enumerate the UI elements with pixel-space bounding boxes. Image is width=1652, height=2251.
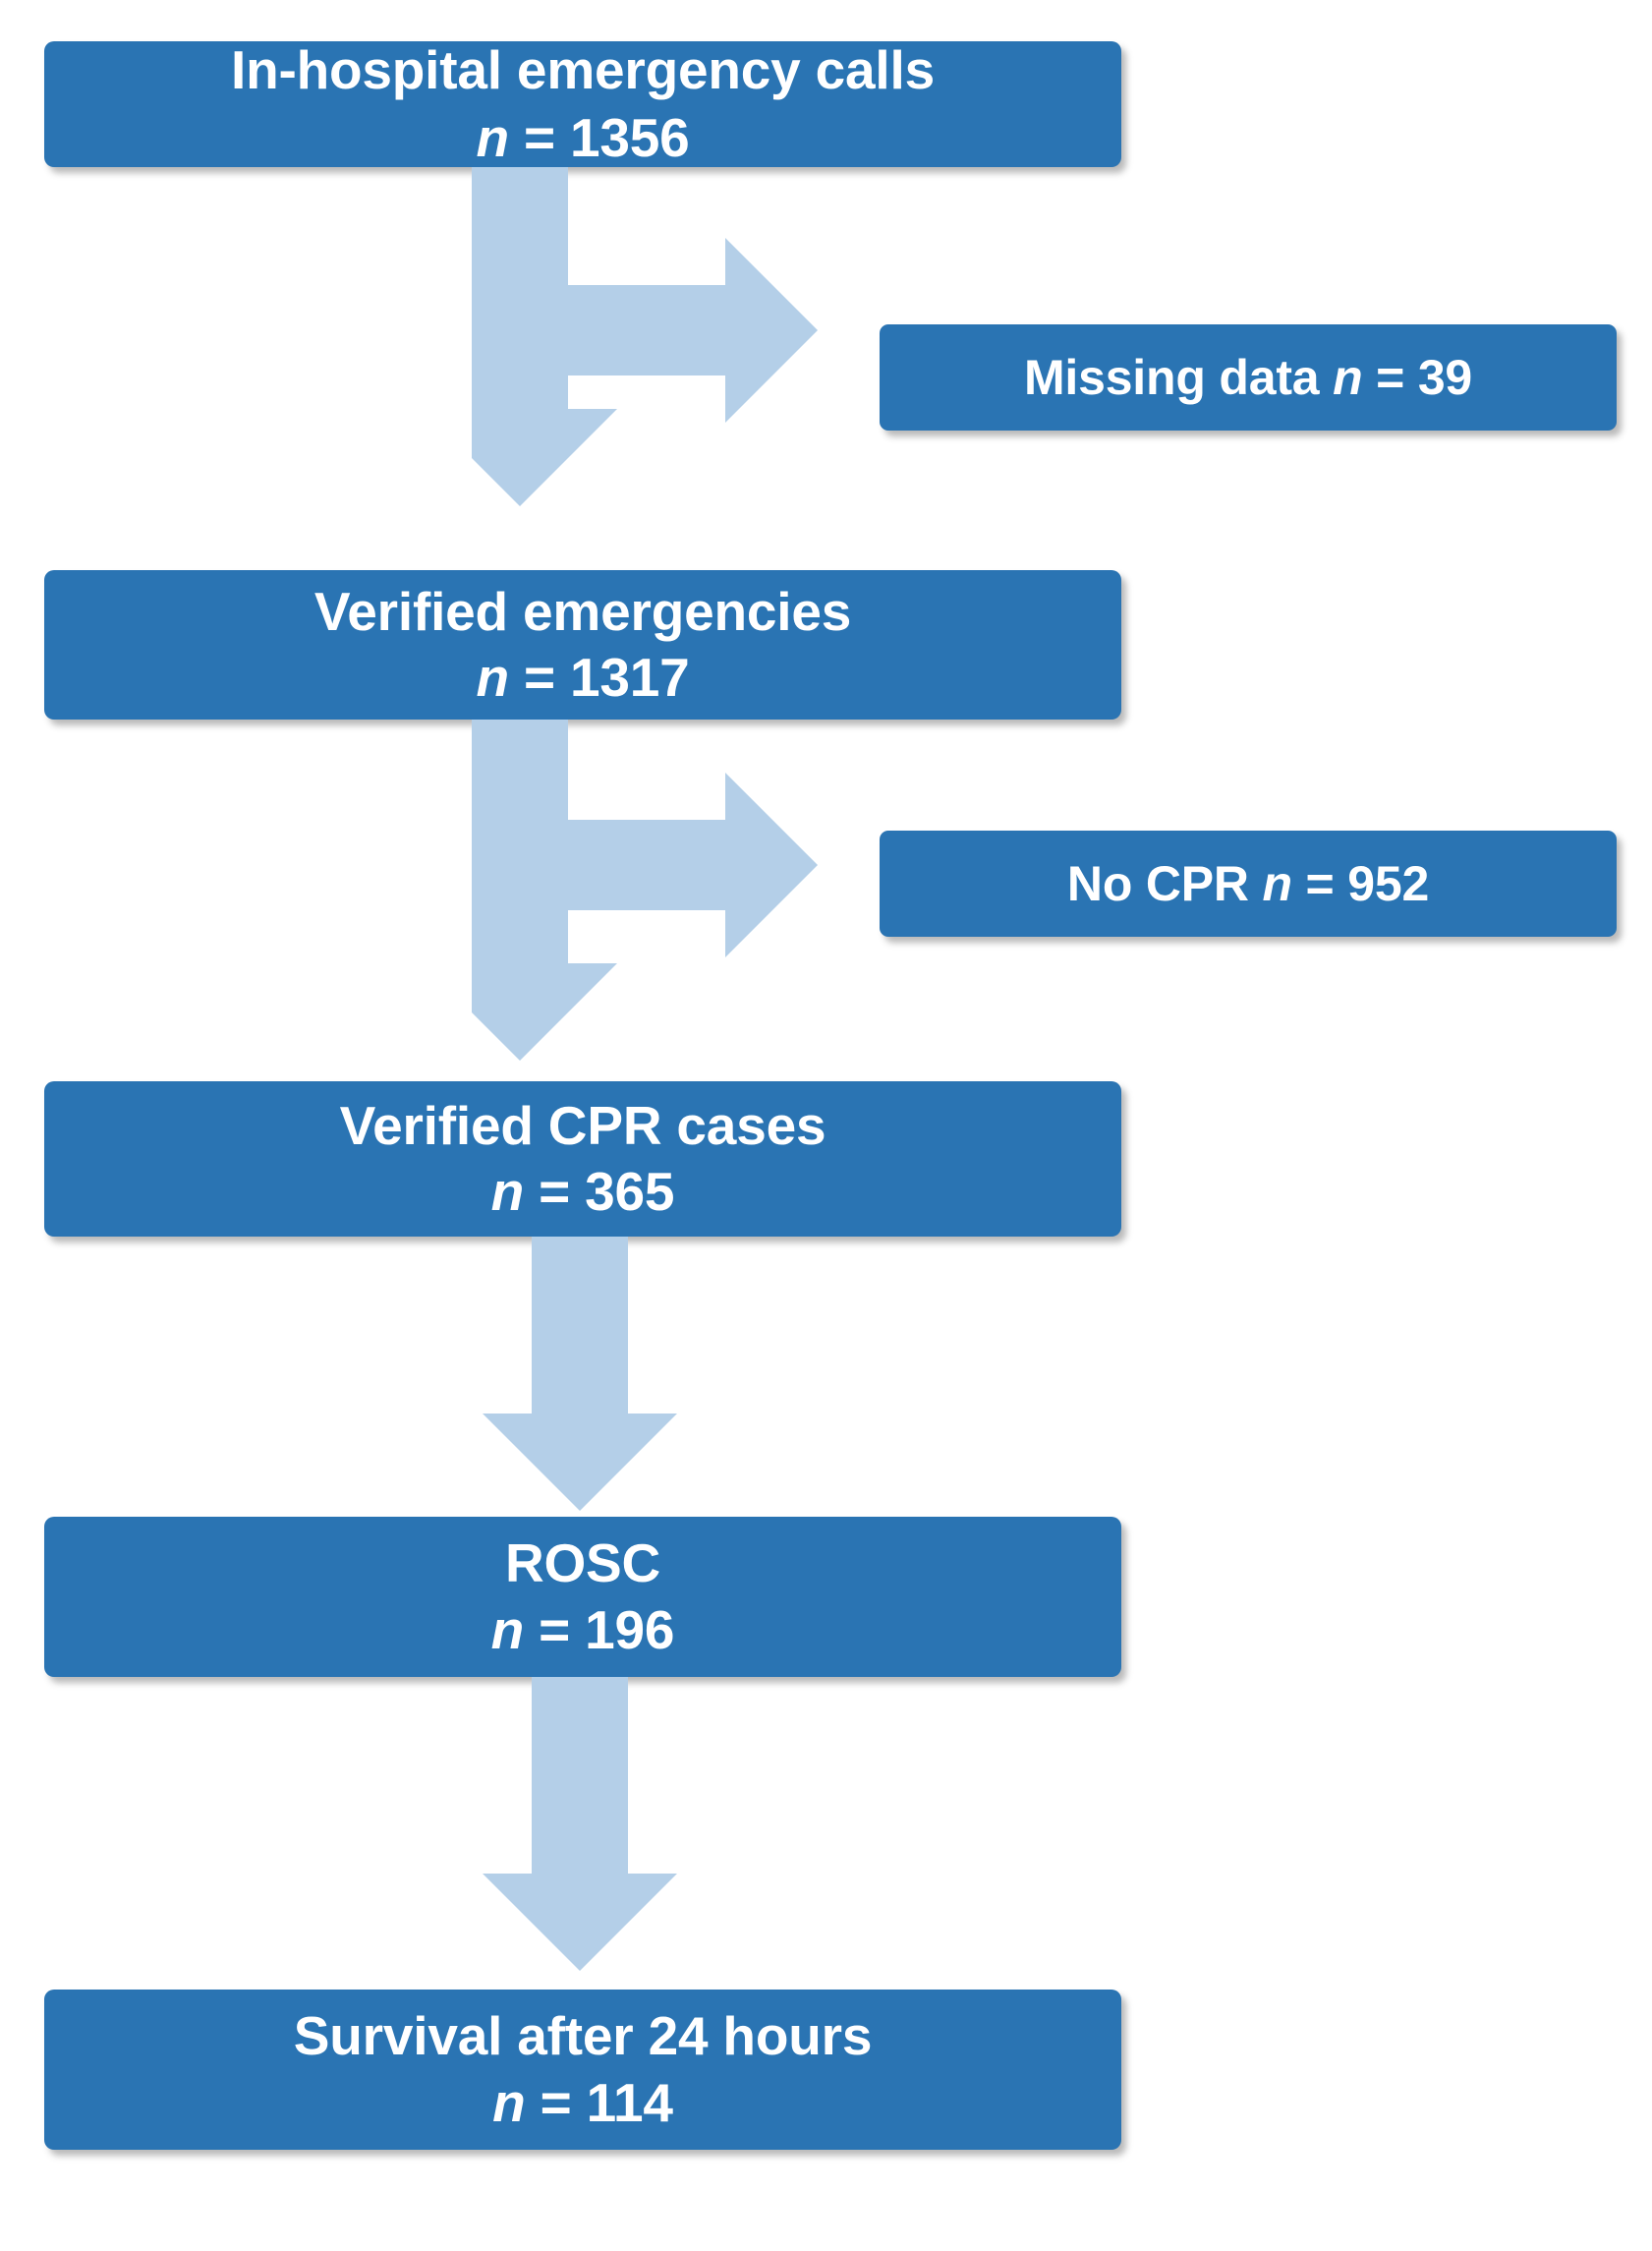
n-symbol-verified: n: [476, 647, 509, 708]
n-value-survival: 114: [586, 2071, 673, 2133]
n-equals-rosc: =: [524, 1598, 586, 1660]
n-equals-missing: =: [1362, 349, 1418, 405]
n-symbol-rosc: n: [490, 1598, 525, 1660]
node-rosc: ROSC n = 196: [44, 1517, 1121, 1677]
n-value-calls: 1356: [569, 107, 690, 168]
n-equals-nocpr: =: [1291, 855, 1348, 911]
arrow-down-icon: [483, 1677, 677, 1971]
n-equals-calls: =: [508, 107, 570, 168]
node-label-verified: Verified emergencies: [313, 580, 852, 642]
arrow-cprcases-to-rosc: [482, 1237, 678, 1531]
n-value-cprcases: 365: [585, 1161, 675, 1222]
n-equals-survival: =: [525, 2071, 587, 2133]
node-count-cprcases: n = 365: [58, 1159, 1108, 1225]
node-survival-after-24-hours: Survival after 24 hours n = 114: [44, 1990, 1121, 2150]
node-label-nocpr-text: No CPR: [1066, 855, 1263, 911]
n-value-nocpr: 952: [1347, 855, 1430, 911]
arrow-down-icon: [483, 1237, 677, 1511]
arrow-verified-to-cprcases: [472, 720, 884, 1132]
n-value-missing: 39: [1417, 349, 1473, 405]
node-verified-emergencies: Verified emergencies n = 1317: [44, 570, 1121, 720]
n-symbol-survival: n: [492, 2071, 526, 2133]
node-count-survival: n = 114: [58, 2070, 1108, 2136]
n-symbol-nocpr: n: [1262, 855, 1293, 911]
n-symbol-missing: n: [1333, 349, 1363, 405]
n-value-verified: 1317: [569, 647, 690, 708]
node-label-missing-text: Missing data: [1023, 349, 1334, 405]
node-label-nocpr: No CPR n = 952: [893, 854, 1603, 914]
arrow-down-and-right-icon: [472, 167, 818, 506]
n-symbol-calls: n: [476, 107, 509, 168]
node-label-rosc: ROSC: [504, 1532, 661, 1594]
node-count-rosc: n = 196: [58, 1597, 1108, 1663]
node-missing-data: Missing data n = 39: [880, 324, 1617, 431]
node-label-survival: Survival after 24 hours: [293, 2005, 873, 2067]
n-equals-cprcases: =: [524, 1161, 586, 1222]
node-verified-cpr-cases: Verified CPR cases n = 365: [44, 1081, 1121, 1237]
node-count-calls: n = 1356: [58, 105, 1108, 171]
n-value-rosc: 196: [585, 1598, 675, 1660]
node-label-calls: In-hospital emergency calls: [231, 38, 935, 100]
n-symbol-cprcases: n: [490, 1161, 525, 1222]
n-equals-verified: =: [508, 647, 570, 708]
node-label-missing: Missing data n = 39: [893, 348, 1603, 408]
node-label-cprcases: Verified CPR cases: [339, 1094, 826, 1156]
node-count-verified: n = 1317: [58, 645, 1108, 711]
arrow-rosc-to-survival: [482, 1677, 678, 1991]
arrow-down-and-right-icon: [472, 720, 818, 1061]
node-no-cpr: No CPR n = 952: [880, 831, 1617, 937]
arrow-calls-to-verified: [472, 167, 884, 580]
node-in-hospital-emergency-calls: In-hospital emergency calls n = 1356: [44, 39, 1121, 168]
